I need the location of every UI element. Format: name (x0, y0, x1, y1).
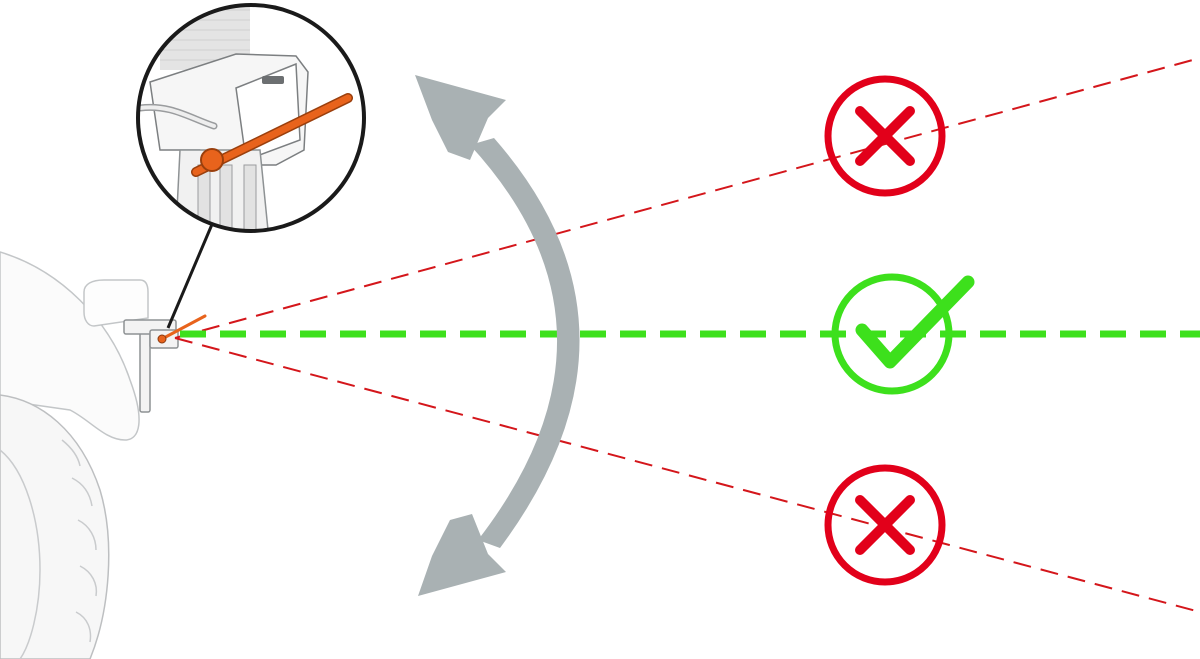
lower-incorrect-line (174, 337, 1200, 613)
cross-icon (824, 75, 946, 197)
zoom-callout (136, 3, 366, 233)
check-icon (831, 273, 975, 395)
sensor-housing (83, 279, 149, 327)
zoomed-sensor-detail (138, 5, 353, 231)
vehicle-tire-inner (0, 449, 41, 659)
double-headed-curved-arrow-icon (415, 75, 580, 596)
tire-treads (61, 439, 98, 643)
sensor-pivot-small (157, 334, 167, 344)
vehicle-fender (0, 251, 140, 441)
sensor-pivot-large (200, 148, 224, 172)
rotation-arrowhead-top (415, 75, 506, 160)
vehicle-illustration (0, 251, 207, 659)
rotation-arc (470, 138, 580, 548)
vehicle-tire (0, 394, 110, 659)
alignment-lines (174, 57, 1200, 613)
sensor-pointer-small (158, 314, 207, 342)
zoom-callout-leader (166, 221, 215, 329)
rotation-arrowhead-bottom (418, 514, 506, 596)
upper-incorrect-line (174, 57, 1200, 339)
cross-icon (824, 464, 946, 586)
